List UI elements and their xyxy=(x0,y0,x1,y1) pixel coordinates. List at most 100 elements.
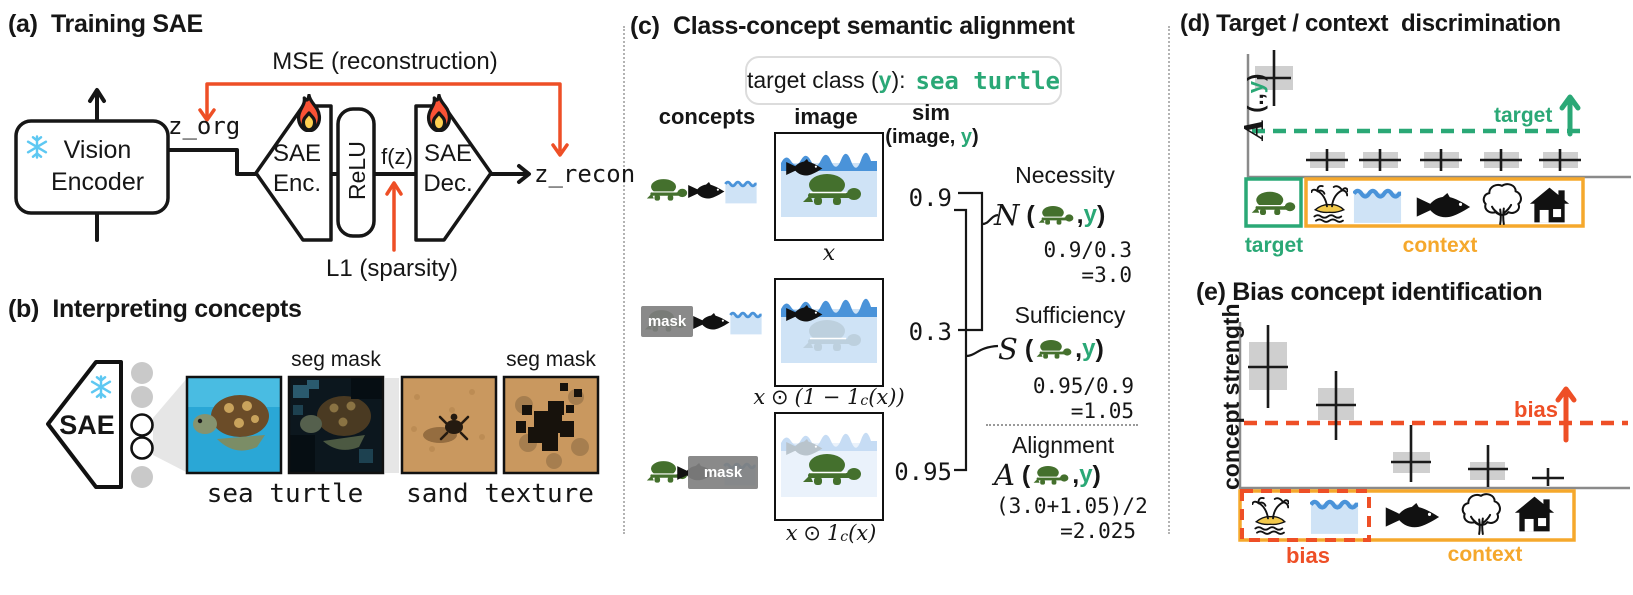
formula-x: x xyxy=(822,241,836,266)
panel-e-title: (e) Bias concept identification xyxy=(1196,278,1543,306)
alignment-markers xyxy=(1255,50,1581,171)
trainable-flame-icon xyxy=(296,94,322,132)
target-class-y: y xyxy=(878,67,892,93)
sae-encoder-shape xyxy=(254,104,333,242)
panel-e-plot xyxy=(1238,322,1630,490)
z-org-wire xyxy=(162,148,258,176)
sim-brackets xyxy=(954,191,999,472)
axes xyxy=(1246,54,1631,179)
context-group-box xyxy=(1304,177,1585,228)
tree-icon xyxy=(1461,493,1501,536)
sea-turtle-seg-mask xyxy=(287,375,385,475)
target-group-box xyxy=(1244,177,1303,228)
turtle-icon xyxy=(1033,464,1069,486)
seg-mask-label: seg mask xyxy=(506,348,596,371)
seg-mask-label: seg mask xyxy=(291,348,381,371)
mse-label: MSE (reconstruction) xyxy=(272,48,498,75)
z-recon-label: z_recon xyxy=(534,160,636,188)
concept-label-sea-turtle: sea turtle xyxy=(206,479,364,509)
concept-label-sand-texture: sand texture xyxy=(406,479,594,509)
vision-encoder-label: Vision xyxy=(63,136,132,164)
d-y-axis-label: A (.,y) xyxy=(1240,73,1270,140)
house-icon xyxy=(1529,187,1570,223)
fish-icon xyxy=(1416,193,1471,218)
target-threshold-label: target xyxy=(1494,104,1553,127)
necessity-result: =3.0 xyxy=(1081,263,1132,287)
sae-enc-label: Enc. xyxy=(272,170,322,197)
bias-threshold-label: bias xyxy=(1514,397,1559,422)
alignment-calc: (3.0+1.05)/2 xyxy=(996,494,1148,518)
sim-value: 0.3 xyxy=(908,318,952,346)
water-icon xyxy=(1354,191,1401,223)
panel-b-title: (b) Interpreting concepts xyxy=(8,295,302,323)
sae-dec-label: Dec. xyxy=(423,170,473,197)
mask-chip: mask xyxy=(641,306,693,337)
panel-c-title: (c) Class-concept semantic alignment xyxy=(630,12,1075,40)
panel-a-diagram xyxy=(14,82,569,252)
sufficiency-result: =1.05 xyxy=(1070,399,1134,423)
target-up-arrow xyxy=(1559,94,1581,137)
sae-dec-label: SAE xyxy=(423,140,473,167)
turtle-concept-icon xyxy=(646,178,688,202)
sufficiency-calc: 0.95/0.9 xyxy=(1032,374,1134,398)
mask-chip: mask xyxy=(688,456,758,489)
trainable-flame-icon xyxy=(426,94,452,132)
fz-label: f(z) xyxy=(381,144,413,169)
bias-up-arrow xyxy=(1555,386,1577,443)
image-x-minus-concept xyxy=(774,278,884,387)
l1-arrow xyxy=(385,181,403,252)
water-concept-icon xyxy=(723,180,759,204)
necessity-label: Necessity xyxy=(1015,162,1115,188)
island-icon xyxy=(1311,184,1348,223)
col-header-image: image xyxy=(794,104,858,129)
alignment-result: =2.025 xyxy=(1060,519,1136,543)
sim-value: 0.9 xyxy=(908,184,952,212)
panel-d-icons xyxy=(1244,177,1585,228)
fish-concept-icon xyxy=(693,313,730,330)
l1-label: L1 (sparsity) xyxy=(325,255,459,282)
target-class-box: target class (y):sea turtle xyxy=(745,56,1062,105)
necessity-calc: 0.9/0.3 xyxy=(1043,238,1132,262)
latent-units xyxy=(130,362,154,488)
target-class-value: sea turtle xyxy=(915,66,1061,95)
target-class-prefix: target class ( xyxy=(747,67,879,93)
tree-icon xyxy=(1482,183,1522,226)
necessity-formula: N (,y) xyxy=(994,198,1106,232)
island-icon xyxy=(1252,496,1289,535)
sufficiency-label: Sufficiency xyxy=(1014,302,1126,328)
house-icon xyxy=(1514,496,1555,532)
panel-a-title: (a) Training SAE xyxy=(8,10,203,38)
sufficiency-formula: S (,y) xyxy=(998,332,1104,366)
bias-group-label: bias xyxy=(1285,543,1331,568)
alignment-label: Alignment xyxy=(1011,432,1115,458)
vision-encoder-label: Encoder xyxy=(50,168,145,196)
panel-separator xyxy=(623,26,625,534)
feature-beam xyxy=(385,378,399,473)
e-y-axis-label: concept strength xyxy=(1218,303,1244,490)
sim-value: 0.95 xyxy=(894,458,952,486)
col-header-sim: sim xyxy=(912,100,950,125)
context-group-label: context xyxy=(1402,234,1478,257)
sea-turtle-photo xyxy=(185,375,283,475)
image-concept-only xyxy=(774,412,884,521)
alignment-formula: A (,y) xyxy=(994,458,1101,492)
sae-label: SAE xyxy=(59,410,115,440)
bias-group-box xyxy=(1240,489,1371,542)
panel-d-plot xyxy=(1246,50,1631,179)
sae-shape xyxy=(46,360,123,489)
panel-separator xyxy=(1168,26,1170,534)
fish-icon xyxy=(1385,503,1440,528)
relu-label: ReLU xyxy=(344,141,370,200)
panel-b-diagram xyxy=(46,360,600,489)
relu-box xyxy=(336,107,376,238)
vision-encoder-box xyxy=(14,119,170,215)
mse-loop-arrow xyxy=(198,82,569,157)
water-icon xyxy=(1311,502,1358,534)
alignment-divider xyxy=(986,424,1138,426)
axes xyxy=(1238,322,1630,490)
panel-e-icons xyxy=(1238,489,1576,542)
